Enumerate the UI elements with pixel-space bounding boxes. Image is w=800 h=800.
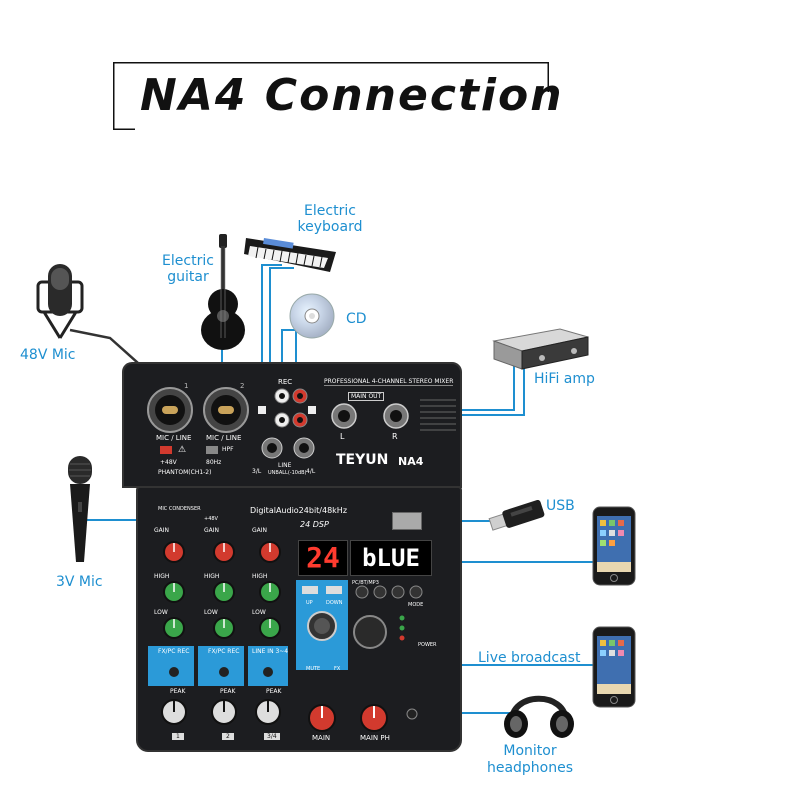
- svg-text:GAIN: GAIN: [252, 527, 267, 534]
- label-80hz: 80Hz: [206, 459, 222, 466]
- label-4l: 4/L: [306, 468, 316, 475]
- svg-text:LOW: LOW: [204, 609, 218, 616]
- label-3l: 3/L: [252, 468, 262, 475]
- label-usb: USB: [546, 498, 575, 514]
- keyboard-icon: [244, 238, 336, 272]
- channel-strips: GAIN GAIN GAIN HIGH HIGH HIGH LOW LOW LOW: [148, 527, 288, 725]
- svg-text:GAIN: GAIN: [154, 527, 169, 534]
- condenser-mic-icon: [36, 264, 84, 339]
- svg-text:LOW: LOW: [252, 609, 266, 616]
- label-mic-line-1: MIC / LINE: [156, 434, 192, 442]
- smartphone-broadcast-icon: [592, 626, 636, 708]
- svg-text:HIGH: HIGH: [154, 573, 169, 580]
- label-peak-2: PEAK: [220, 688, 236, 695]
- hpf-switch[interactable]: [206, 446, 218, 454]
- svg-text:LOW: LOW: [154, 609, 168, 616]
- label-unbal: UNBALL(-10dB): [268, 470, 307, 476]
- label-live-broadcast: Live broadcast: [478, 650, 581, 666]
- main-out-jacks: [331, 399, 456, 431]
- label-3v-mic: 3V Mic: [56, 574, 103, 590]
- digital-controls: [296, 580, 423, 670]
- svg-text:1: 1: [184, 382, 188, 390]
- label-electric-keyboard: Electric keyboard: [297, 203, 363, 235]
- label-mute: MUTE: [306, 666, 321, 672]
- label-phantom: PHANTOM(CH1-2): [158, 469, 212, 476]
- label-48v-front: +48V: [204, 516, 218, 522]
- bluetooth-display: bLUE: [350, 540, 432, 576]
- model-name: NA4: [398, 455, 424, 468]
- label-power: POWER: [418, 642, 437, 648]
- label-digital-audio: DigitalAudio24bit/48kHz: [250, 506, 348, 515]
- svg-text:2: 2: [240, 382, 244, 390]
- label-ch1: 1: [172, 733, 184, 740]
- label-electric-guitar: Electric guitar: [162, 253, 214, 285]
- label-main-ph: MAIN PH: [360, 734, 390, 742]
- label-down: DOWN: [326, 600, 343, 606]
- label-cd: CD: [346, 311, 367, 327]
- smartphone-icon: [592, 506, 636, 586]
- svg-text:GAIN: GAIN: [204, 527, 219, 534]
- label-mixer-header: PROFESSIONAL 4-CHANNEL STEREO MIXER: [324, 378, 454, 386]
- label-rec: REC: [278, 378, 293, 386]
- label-line-in: LINE IN 3~4: [252, 648, 289, 655]
- label-peak-3: PEAK: [266, 688, 282, 695]
- label-mic-line-2: MIC / LINE: [206, 434, 242, 442]
- rca-and-line-jacks: [258, 388, 316, 459]
- usb-port[interactable]: [392, 512, 422, 530]
- label-line: LINE: [278, 462, 292, 469]
- label-pc-bt-mp3: PC/BT/MP3: [352, 580, 379, 586]
- label-mic-condenser: MIC CONDENSER: [158, 506, 201, 512]
- bluetooth-text: bLUE: [362, 544, 420, 572]
- label-ch2: 2: [222, 733, 234, 740]
- phantom-switch[interactable]: [160, 446, 172, 454]
- label-monitor-headphones: Monitor headphones: [486, 743, 574, 776]
- effect-number-display: 24: [298, 540, 348, 576]
- main-knobs: [308, 704, 418, 732]
- headphones-icon: [504, 695, 574, 738]
- cd-icon: [289, 293, 335, 339]
- label-ch34: 3/4: [264, 733, 280, 740]
- page-title: NA4 Connection: [140, 70, 564, 121]
- label-fx-pc-rec-2: FX/PC REC: [208, 648, 240, 655]
- label-48v-top: +48V: [160, 459, 177, 466]
- label-fx: FX: [334, 666, 341, 672]
- label-peak-1: PEAK: [170, 688, 186, 695]
- hifi-amp-icon: [492, 328, 589, 370]
- brand-logo: TEYUN: [336, 452, 389, 468]
- svg-text:HIGH: HIGH: [204, 573, 219, 580]
- label-48v-mic: 48V Mic: [20, 347, 76, 363]
- label-main: MAIN: [312, 734, 331, 742]
- label-out-r: R: [392, 432, 398, 441]
- label-mode: MODE: [408, 602, 424, 608]
- label-fx-pc-rec-1: FX/PC REC: [158, 648, 190, 655]
- warning-icon: ⚠: [178, 445, 187, 455]
- label-hifi-amp: HiFi amp: [534, 371, 595, 387]
- label-main-out: MAIN OUT: [348, 392, 385, 401]
- label-out-l: L: [340, 432, 345, 441]
- handheld-mic-icon: [68, 456, 92, 562]
- usb-stick-icon: [488, 500, 545, 531]
- label-hpf: HPF: [222, 446, 234, 453]
- label-dsp: 24 DSP: [300, 520, 329, 529]
- svg-text:HIGH: HIGH: [252, 573, 267, 580]
- label-up: UP: [306, 600, 313, 606]
- effect-number: 24: [306, 541, 340, 574]
- guitar-icon: [201, 234, 245, 350]
